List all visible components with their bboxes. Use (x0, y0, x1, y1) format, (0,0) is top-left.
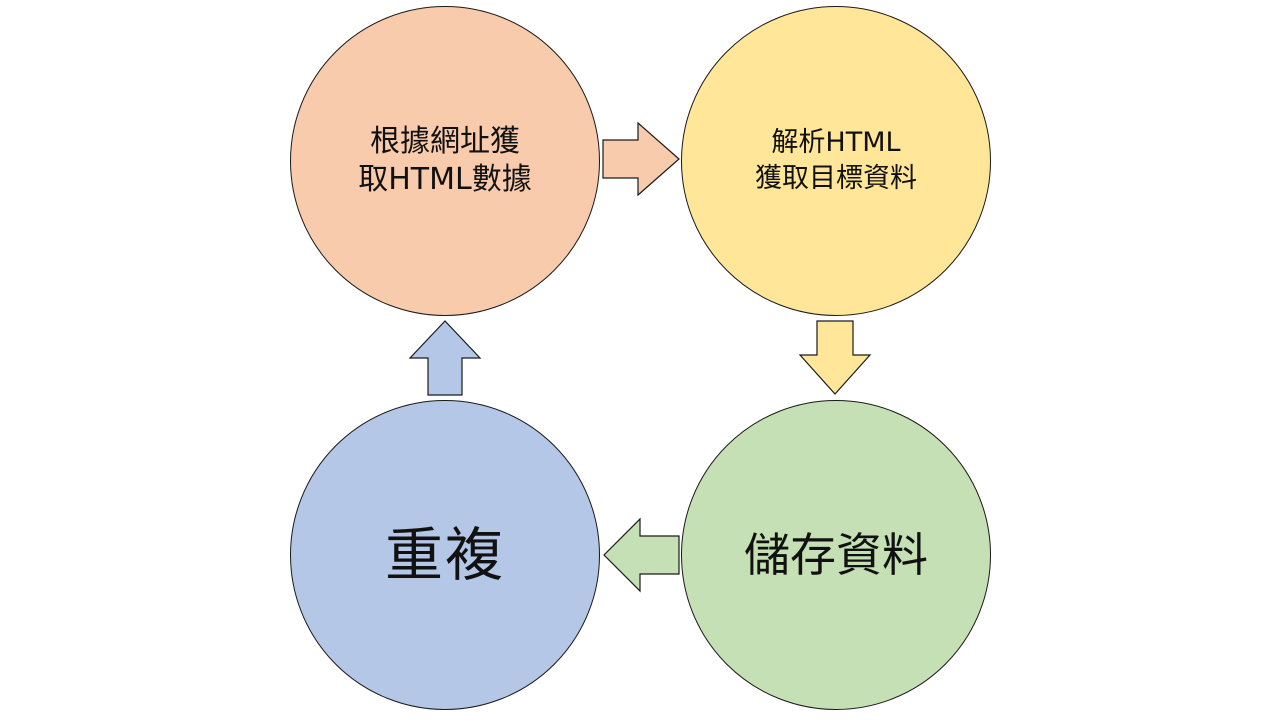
node-parse-html: 解析HTML 獲取目標資料 (681, 6, 991, 316)
node-repeat-line-1: 重複 (384, 521, 505, 589)
node-store-line-1: 儲存資料 (744, 528, 928, 582)
node-fetch-html: 根據網址獲 取HTML數據 (290, 6, 600, 316)
arrow-right-icon (602, 121, 680, 197)
node-store-data: 儲存資料 (681, 400, 991, 710)
arrow-parse-to-store (798, 320, 872, 395)
node-fetch-line-1: 根據網址獲 (370, 124, 520, 159)
arrow-repeat-to-fetch (408, 320, 482, 396)
arrow-fetch-to-parse (602, 121, 680, 197)
node-repeat: 重複 (290, 400, 600, 710)
node-parse-line-2: 獲取目標資料 (755, 163, 917, 194)
arrow-down-icon (798, 320, 872, 395)
arrow-left-icon (603, 517, 680, 593)
arrow-up-icon (408, 320, 482, 396)
node-fetch-line-2: 取HTML數據 (358, 162, 532, 197)
node-parse-line-1: 解析HTML (771, 127, 901, 158)
arrow-store-to-repeat (603, 517, 680, 593)
